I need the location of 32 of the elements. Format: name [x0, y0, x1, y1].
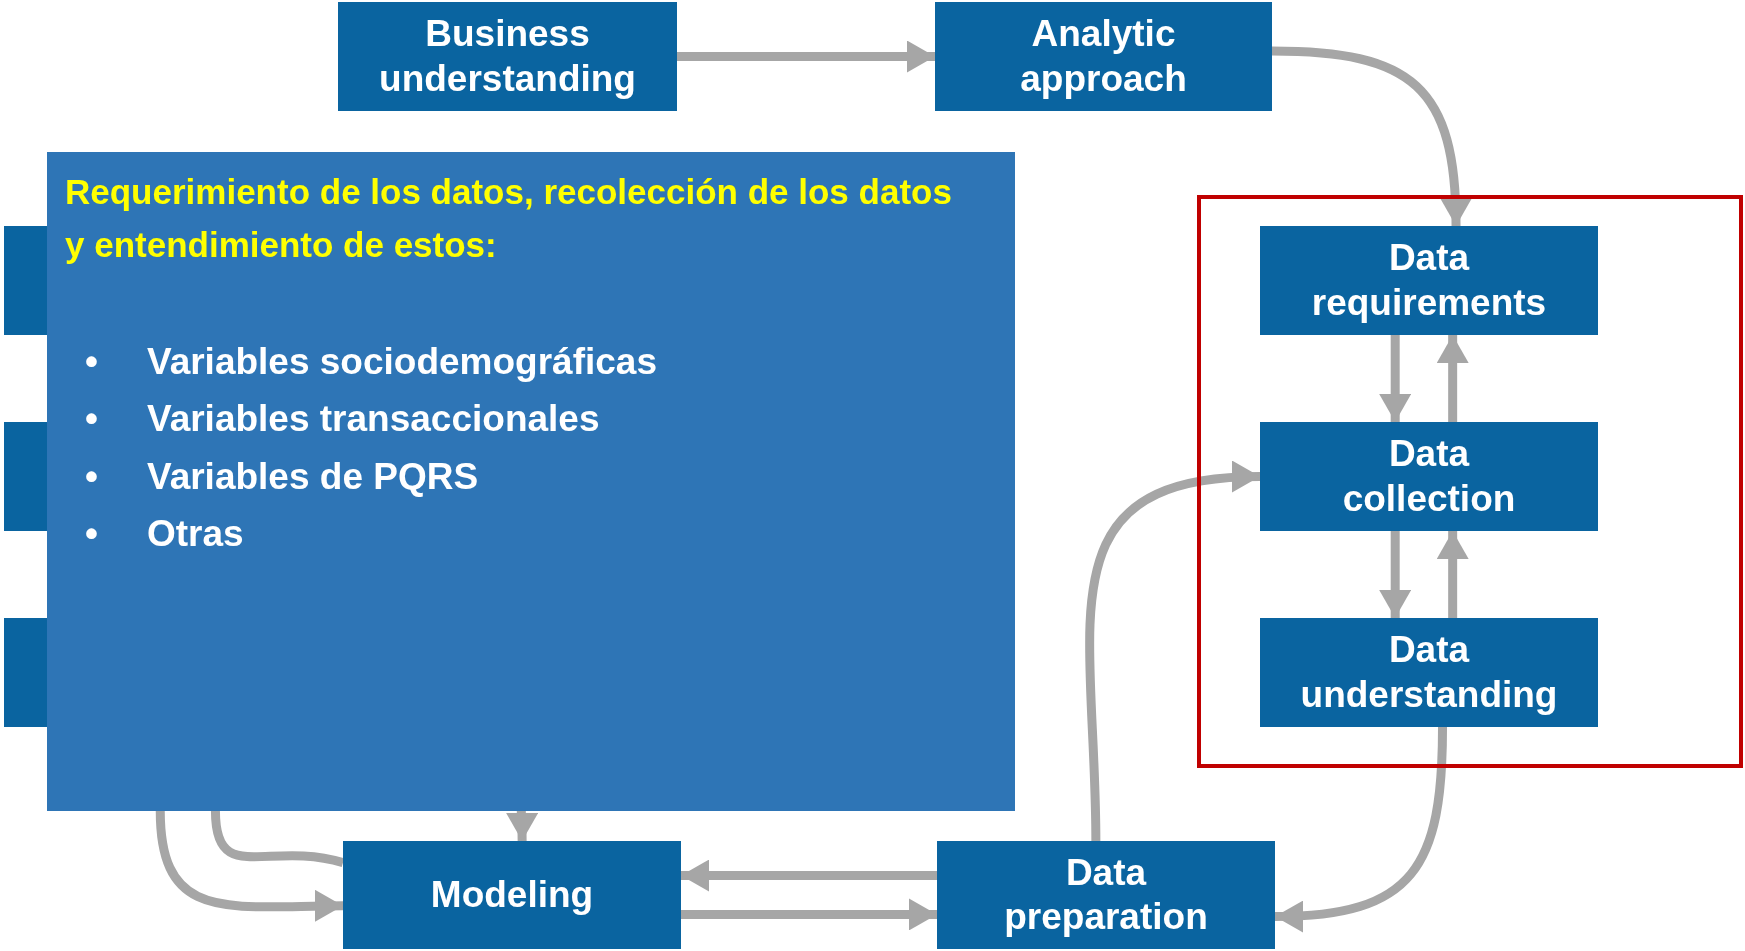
- arrow: [506, 811, 538, 841]
- arrow: [1379, 335, 1412, 422]
- arrow: [1085, 462, 1261, 842]
- arrow: [155, 810, 344, 923]
- process-box: Data collection: [1260, 422, 1598, 531]
- process-box: Business understanding: [338, 2, 677, 111]
- process-box: [4, 226, 47, 335]
- process-box: Modeling: [343, 841, 681, 949]
- arrow: [1379, 531, 1412, 618]
- bullet-mark: •: [85, 512, 99, 557]
- bullet-item: Otras: [147, 512, 244, 557]
- bullet-item: Variables transaccionales: [147, 397, 600, 442]
- arrow: [681, 898, 937, 931]
- process-box: [4, 618, 47, 727]
- bullet-mark: •: [85, 454, 99, 499]
- arrow: [1271, 46, 1472, 227]
- bullet-item: Variables de PQRS: [147, 454, 479, 499]
- process-box: Data preparation: [937, 841, 1275, 949]
- panel-heading: Requerimiento de los datos, recolección de los datos y entendimiento de estos:: [65, 171, 953, 266]
- arrow: [681, 859, 937, 892]
- process-box: Data understanding: [1260, 618, 1598, 727]
- arrow: [677, 40, 935, 73]
- arrow: [1436, 335, 1469, 422]
- process-box: Analytic approach: [935, 2, 1272, 111]
- bullet-mark: •: [85, 340, 99, 384]
- bullet-mark: •: [85, 397, 99, 442]
- process-box: [4, 422, 47, 531]
- process-box: Data requirements: [1260, 226, 1598, 335]
- arrow: [1274, 726, 1447, 932]
- highlight-frame: [1197, 195, 1743, 768]
- bullet-item: Variables sociodemográficas: [147, 340, 657, 384]
- arrow: [1436, 531, 1469, 618]
